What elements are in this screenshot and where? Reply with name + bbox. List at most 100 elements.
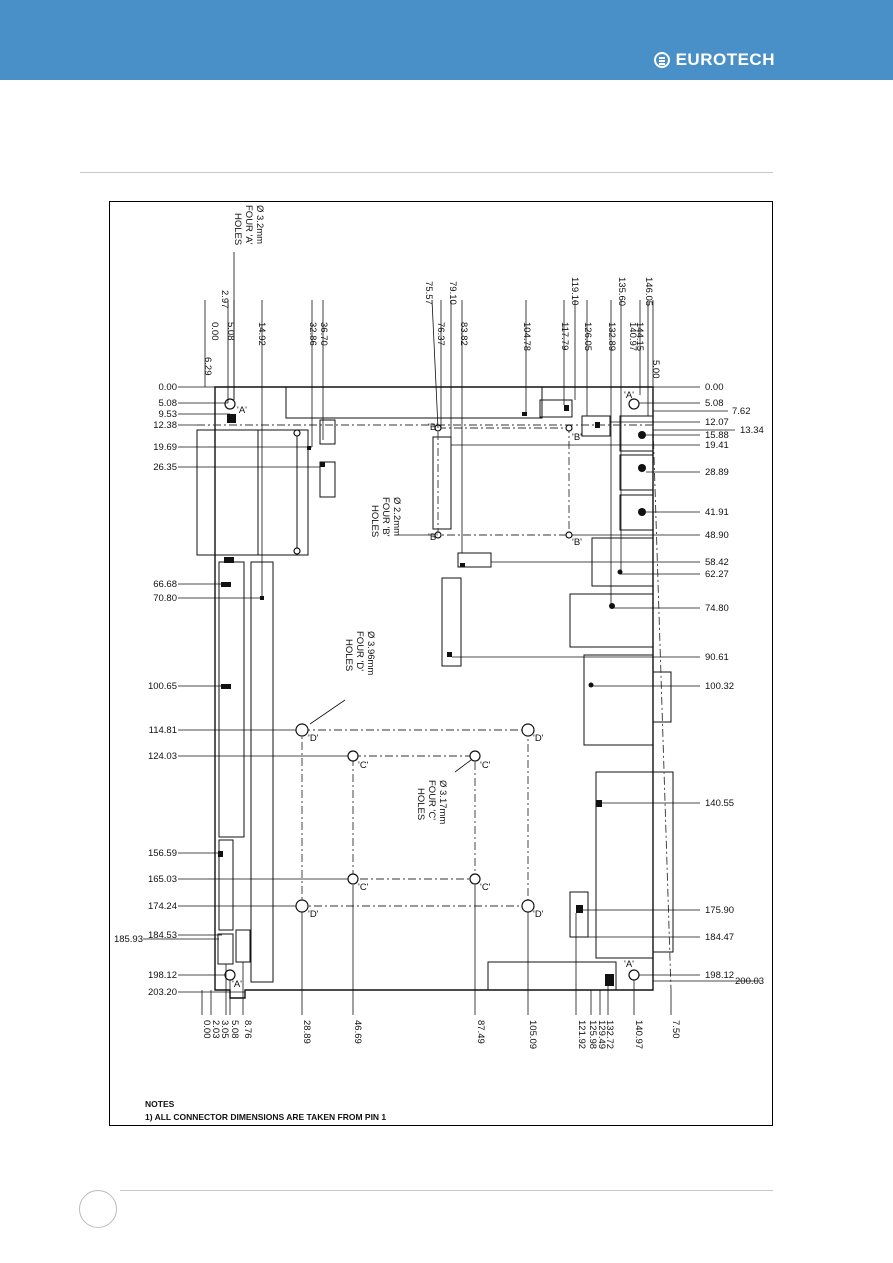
hole-a-note-3: HOLES [232, 213, 243, 245]
dim-right-label: 19.41 [705, 440, 729, 451]
dim-top-label: 36.70 [318, 322, 329, 346]
hole-c-note-1: Ø 3.17mm [437, 780, 448, 824]
dim-top-label: 6.29 [202, 357, 213, 376]
dim-bottom-label: 125.98 [587, 1020, 598, 1049]
dim-bottom-label: 28.89 [301, 1020, 312, 1044]
dim-bottom-label: 121.92 [576, 1020, 587, 1049]
dim-top-label: 75.57 [423, 281, 434, 305]
dim-top-label: 2.97 [219, 290, 230, 309]
hole-d-note-1: Ø 3.96mm [365, 631, 376, 675]
dim-top-label: 5.00 [650, 360, 661, 379]
dim-left-label: 165.03 [148, 874, 177, 885]
dim-left-label: 100.65 [148, 681, 177, 692]
dim-top-label: 14.92 [256, 322, 267, 346]
dim-right-label: 0.00 [705, 382, 724, 393]
footer-divider [120, 1190, 773, 1191]
hole-note-a: Ø 3.2mm FOUR 'A' HOLES [232, 205, 265, 245]
dim-left-label: 9.53 [159, 409, 178, 420]
dim-top-label: 32.86 [307, 322, 318, 346]
dim-left-label: 12.38 [153, 420, 177, 431]
dim-bottom-label: 132.72 [604, 1020, 615, 1049]
notes-block: NOTES 1) ALL CONNECTOR DIMENSIONS ARE TA… [145, 1098, 386, 1124]
dim-bottom-label: 87.49 [475, 1020, 486, 1044]
hole-d-note-3: HOLES [343, 639, 354, 671]
mounting-holes [224, 398, 640, 981]
dim-top-label: 146.05 [643, 277, 654, 306]
dim-right-label: 58.42 [705, 557, 729, 568]
dim-bottom-label: 105.09 [527, 1020, 538, 1049]
dim-top-label: 140.97 [627, 322, 638, 351]
svg-text:'B': 'B' [428, 422, 438, 433]
svg-text:'A': 'A' [624, 390, 634, 401]
dim-top-label: 135.60 [616, 277, 627, 306]
dim-bottom-label: 129.49 [596, 1020, 607, 1049]
hole-pattern-lines [197, 424, 672, 991]
hole-c-note-2: FOUR 'C' [426, 780, 437, 820]
svg-text:'D': 'D' [308, 909, 319, 920]
hole-note-c: Ø 3.17mm FOUR 'C' HOLES [415, 780, 448, 824]
dim-top-label: 117.79 [559, 322, 570, 350]
dim-bottom-label: 46.69 [352, 1020, 363, 1044]
dim-left-label: 174.24 [148, 901, 177, 912]
dim-right-label: 184.47 [705, 932, 734, 943]
svg-text:'B': 'B' [572, 537, 582, 548]
dim-top-label: 0.00 [209, 322, 220, 341]
brand-name: EUROTECH [675, 50, 775, 69]
dim-left-label: 185.93 [114, 934, 143, 945]
svg-text:'C': 'C' [480, 760, 491, 771]
hole-letter-labels: 'A''A' 'A''A' 'B''B' 'B''B' 'C''C' 'C''C… [232, 390, 634, 990]
dim-right-label: 5.08 [705, 398, 724, 409]
svg-text:'C': 'C' [358, 882, 369, 893]
svg-text:'D': 'D' [533, 733, 544, 744]
dim-right-label: 200.03 [735, 976, 764, 987]
eurotech-logo-icon [653, 52, 670, 68]
dim-right-label: 48.90 [705, 530, 729, 541]
dim-top-label: 83.82 [458, 322, 469, 346]
hole-c-note-3: HOLES [415, 788, 426, 820]
dim-left-label: 5.08 [159, 398, 178, 409]
eurotech-logo: EUROTECH [653, 50, 775, 70]
dim-top-label: 5.08 [225, 322, 236, 341]
dim-left-label: 70.80 [153, 593, 177, 604]
hole-a-note-1: Ø 3.2mm [254, 205, 265, 244]
dim-top-label: 144.15 [634, 322, 645, 351]
dim-right-label: 74.80 [705, 603, 729, 614]
dimension-leaders [143, 252, 760, 1015]
dim-left-label: 66.68 [153, 579, 177, 590]
dim-right-label: 15.88 [705, 430, 729, 441]
dim-left-label: 184.53 [148, 930, 177, 941]
dim-right-label: 7.62 [732, 406, 751, 417]
svg-text:'B': 'B' [572, 432, 582, 443]
svg-text:'A': 'A' [232, 979, 242, 990]
dim-right-label: 90.61 [705, 652, 729, 663]
page-header-band: EUROTECH [0, 0, 893, 80]
dim-bottom-label: 0.00 [201, 1020, 212, 1039]
dim-right-label: 198.12 [705, 970, 734, 981]
svg-text:'C': 'C' [480, 882, 491, 893]
dim-right-label: 28.89 [705, 467, 729, 478]
dim-bottom-label: 3.05 [219, 1020, 230, 1039]
dim-right-label: 13.34 [740, 425, 764, 436]
dim-left-label: 198.12 [148, 970, 177, 981]
svg-text:'D': 'D' [308, 733, 319, 744]
dim-top-label: 132.89 [606, 322, 617, 351]
svg-text:'B': 'B' [428, 532, 438, 543]
hole-b-note-2: FOUR 'B' [380, 497, 391, 537]
svg-text:'A': 'A' [624, 959, 634, 970]
dim-top-label: 79.10 [447, 281, 458, 305]
hole-b-note-3: HOLES [369, 505, 380, 537]
dim-left-label: 203.20 [148, 987, 177, 998]
hole-d-note-2: FOUR 'D' [354, 631, 365, 671]
dim-top-label: 76.37 [435, 322, 446, 346]
pin-1-markers [218, 405, 646, 986]
hole-note-d: Ø 3.96mm FOUR 'D' HOLES [343, 631, 376, 675]
hole-note-b: Ø 2.2mm FOUR 'B' HOLES [369, 497, 402, 537]
dim-top-label: 119.10 [569, 277, 580, 305]
dim-left-label: 26.35 [153, 462, 177, 473]
svg-text:'D': 'D' [533, 909, 544, 920]
dim-bottom-label: 8.76 [242, 1020, 253, 1039]
svg-text:'A': 'A' [237, 405, 247, 416]
dim-left-label: 114.81 [149, 725, 177, 736]
dim-left-label: 124.03 [148, 751, 177, 762]
